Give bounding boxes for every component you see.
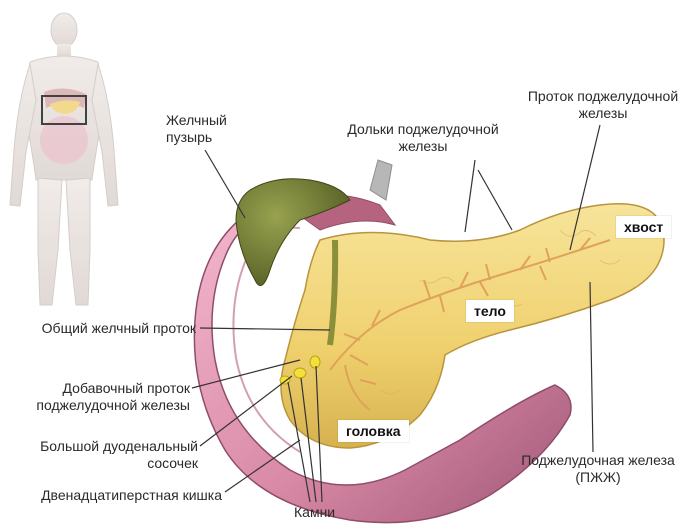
region-body-label: тело: [466, 300, 514, 322]
pancreas-shape: [280, 203, 665, 449]
duodenum-shape: [193, 200, 572, 524]
label-duodenal-papilla: Большой дуоденальный сосочек: [40, 438, 198, 471]
label-gallbladder: Желчный пузырь: [166, 112, 227, 145]
region-head-label: головка: [338, 420, 409, 442]
zoom-region-box: [41, 95, 87, 125]
gallbladder-shape: [235, 178, 351, 287]
pancreatic-duct-network: [329, 237, 611, 411]
common-bile-duct-shape: [327, 239, 339, 346]
stones-shape: [279, 355, 321, 385]
human-figure: [9, 12, 119, 306]
label-accessory-duct: Добавочный проток поджелудочной железы: [36, 380, 190, 413]
label-common-bile-duct: Общий желчный проток: [41, 320, 196, 336]
label-pancreatic-duct: Проток поджелудочной железы: [527, 88, 679, 121]
region-tail-label: хвост: [616, 216, 672, 238]
leader-lines: [191, 124, 601, 503]
label-pancreas: Поджелудочная железа (ПЖЖ): [521, 452, 675, 485]
label-stones: Камни: [294, 504, 336, 520]
label-duodenum: Двенадцатиперстная кишка: [41, 487, 222, 503]
label-lobules: Дольки поджелудочной железы: [347, 121, 499, 154]
